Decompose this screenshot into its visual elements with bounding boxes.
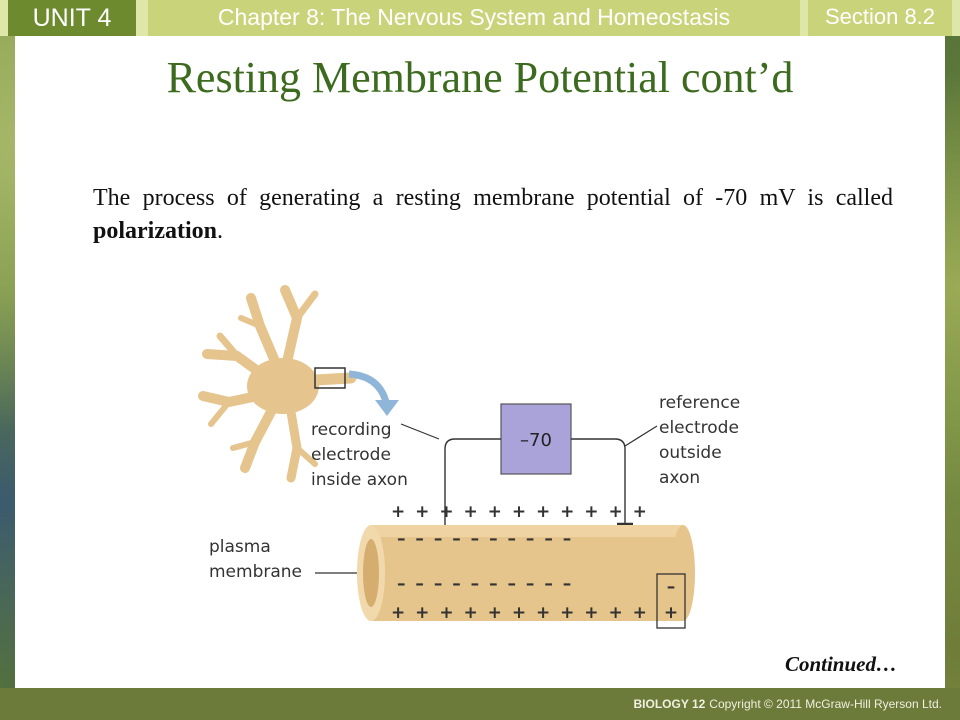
reference-label-line-1: reference [659,393,740,413]
polarization-diagram: –70 + + + + + + + + + + + – – – – – – – … [198,285,740,629]
recording-label-line-2: electrode [311,445,391,465]
outer-bottom-charges: + + + + + + + + + + + [391,603,649,623]
voltmeter-box [500,403,572,475]
reference-label-line-2: electrode [659,418,739,438]
body-text-start: The process of generating a resting memb… [93,185,893,211]
reference-label-leader [624,425,658,447]
footer-copyright-text: Copyright © 2011 McGraw-Hill Ryerson Ltd… [709,697,942,711]
plasma-membrane-label: plasma membrane [209,537,302,582]
continued-note: Continued… [784,652,897,676]
inner-top-charges: – – – – – – – – – – [397,529,573,549]
slide-content: Resting Membrane Potential cont’d The pr… [15,36,945,688]
outer-top-charges: + + + + + + + + + + + [391,502,649,522]
boxed-inner-charge: – [667,577,676,597]
section-label: Section 8.2 [808,0,952,36]
slide-title: Resting Membrane Potential cont’d [166,53,794,102]
boxed-outer-charge: + [664,603,678,623]
reference-wire [571,438,626,524]
recording-label-line-1: recording [311,420,392,440]
membrane-label-line-1: plasma [209,537,271,557]
unit-label: UNIT 4 [8,0,136,36]
electrode-zoom-box [314,367,346,389]
recording-wire [444,438,501,556]
zoom-arrow-head [375,400,399,416]
chapter-label: Chapter 8: The Nervous System and Homeos… [148,0,800,36]
reference-label-line-4: axon [659,468,700,488]
body-text-end: . [217,218,223,245]
axon-cylinder [357,525,695,621]
voltmeter-reading: –70 [520,430,552,451]
polarization-term: polarization [93,218,217,245]
footer-brand: BIOLOGY 12 [633,697,706,711]
recording-label-line-3: inside axon [311,470,408,490]
neuron-cell-body [247,358,319,414]
charge-pair-box [656,573,686,629]
inner-bottom-charges: – – – – – – – – – – [397,574,573,594]
recording-electrode-label: recording electrode inside axon [311,420,408,490]
membrane-label-line-2: membrane [209,562,302,582]
recording-label-leader [400,423,440,440]
header-bar: UNIT 4 Chapter 8: The Nervous System and… [0,0,960,36]
reference-electrode-label: reference electrode outside axon [659,393,740,488]
body-text: The process of generating a resting memb… [93,182,893,248]
reference-label-line-3: outside [659,443,722,463]
